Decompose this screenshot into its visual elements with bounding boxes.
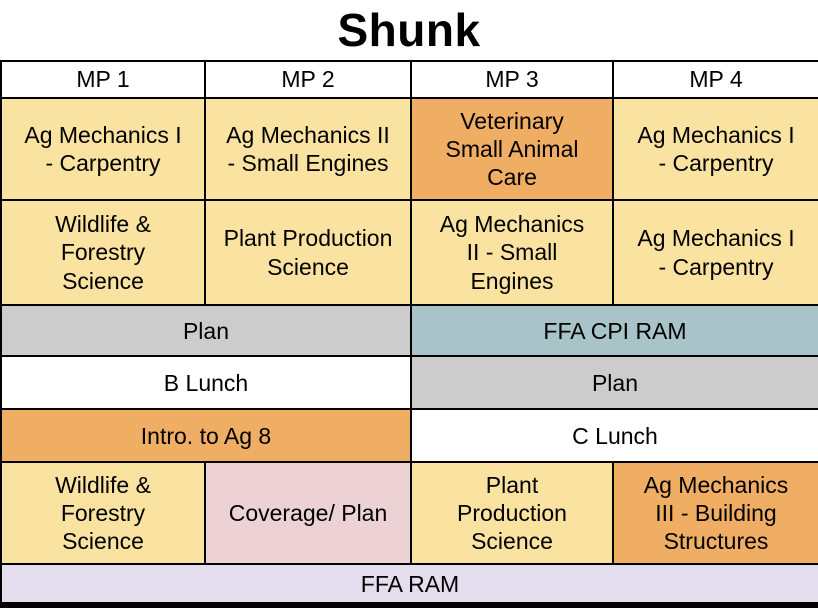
cell-p2-mp3-ag-mechanics-2: Ag Mechanics II - Small Engines [410, 198, 614, 307]
column-header-mp2: MP 2 [204, 60, 412, 99]
period-row-3: Plan FFA CPI RAM [0, 304, 818, 358]
period-row-4: B Lunch Plan [0, 355, 818, 411]
period-row-1: Ag Mechanics I - Carpentry Ag Mechanics … [0, 96, 818, 201]
schedule-title: Shunk [0, 0, 818, 60]
cell-p2-mp4-ag-mechanics-1: Ag Mechanics I - Carpentry [612, 198, 818, 307]
cell-p3-mp34-ffa-cpi-ram: FFA CPI RAM [410, 304, 818, 358]
column-header-mp4: MP 4 [612, 60, 818, 99]
cell-p3-mp12-plan: Plan [0, 304, 412, 358]
cell-p6-mp2-coverage-plan: Coverage/ Plan [204, 461, 412, 566]
cell-p2-mp2-plant-production: Plant Production Science [204, 198, 412, 307]
cell-p1-mp3-veterinary-small-animal-care: Veterinary Small Animal Care [410, 96, 614, 201]
cell-p7-all-ffa-ram: FFA RAM [0, 563, 818, 608]
cell-p5-mp12-intro-to-ag-8: Intro. to Ag 8 [0, 408, 412, 464]
cell-p6-mp3-plant-production: Plant Production Science [410, 461, 614, 566]
cell-p1-mp1-ag-mechanics-1: Ag Mechanics I - Carpentry [0, 96, 206, 201]
cell-p5-mp34-c-lunch: C Lunch [410, 408, 818, 464]
period-row-7: FFA RAM [0, 563, 818, 608]
period-row-2: Wildlife & Forestry Science Plant Produc… [0, 198, 818, 307]
schedule-table: MP 1 MP 2 MP 3 MP 4 Ag Mechanics I - Car… [0, 60, 818, 608]
cell-p6-mp1-wildlife-forestry: Wildlife & Forestry Science [0, 461, 206, 566]
cell-p4-mp12-b-lunch: B Lunch [0, 355, 412, 411]
cell-p6-mp4-ag-mechanics-3: Ag Mechanics III - Building Structures [612, 461, 818, 566]
cell-p1-mp2-ag-mechanics-2: Ag Mechanics II - Small Engines [204, 96, 412, 201]
period-row-6: Wildlife & Forestry Science Coverage/ Pl… [0, 461, 818, 566]
header-row: MP 1 MP 2 MP 3 MP 4 [0, 60, 818, 99]
column-header-mp1: MP 1 [0, 60, 206, 99]
cell-p2-mp1-wildlife-forestry: Wildlife & Forestry Science [0, 198, 206, 307]
period-row-5: Intro. to Ag 8 C Lunch [0, 408, 818, 464]
cell-p4-mp34-plan: Plan [410, 355, 818, 411]
column-header-mp3: MP 3 [410, 60, 614, 99]
cell-p1-mp4-ag-mechanics-1: Ag Mechanics I - Carpentry [612, 96, 818, 201]
